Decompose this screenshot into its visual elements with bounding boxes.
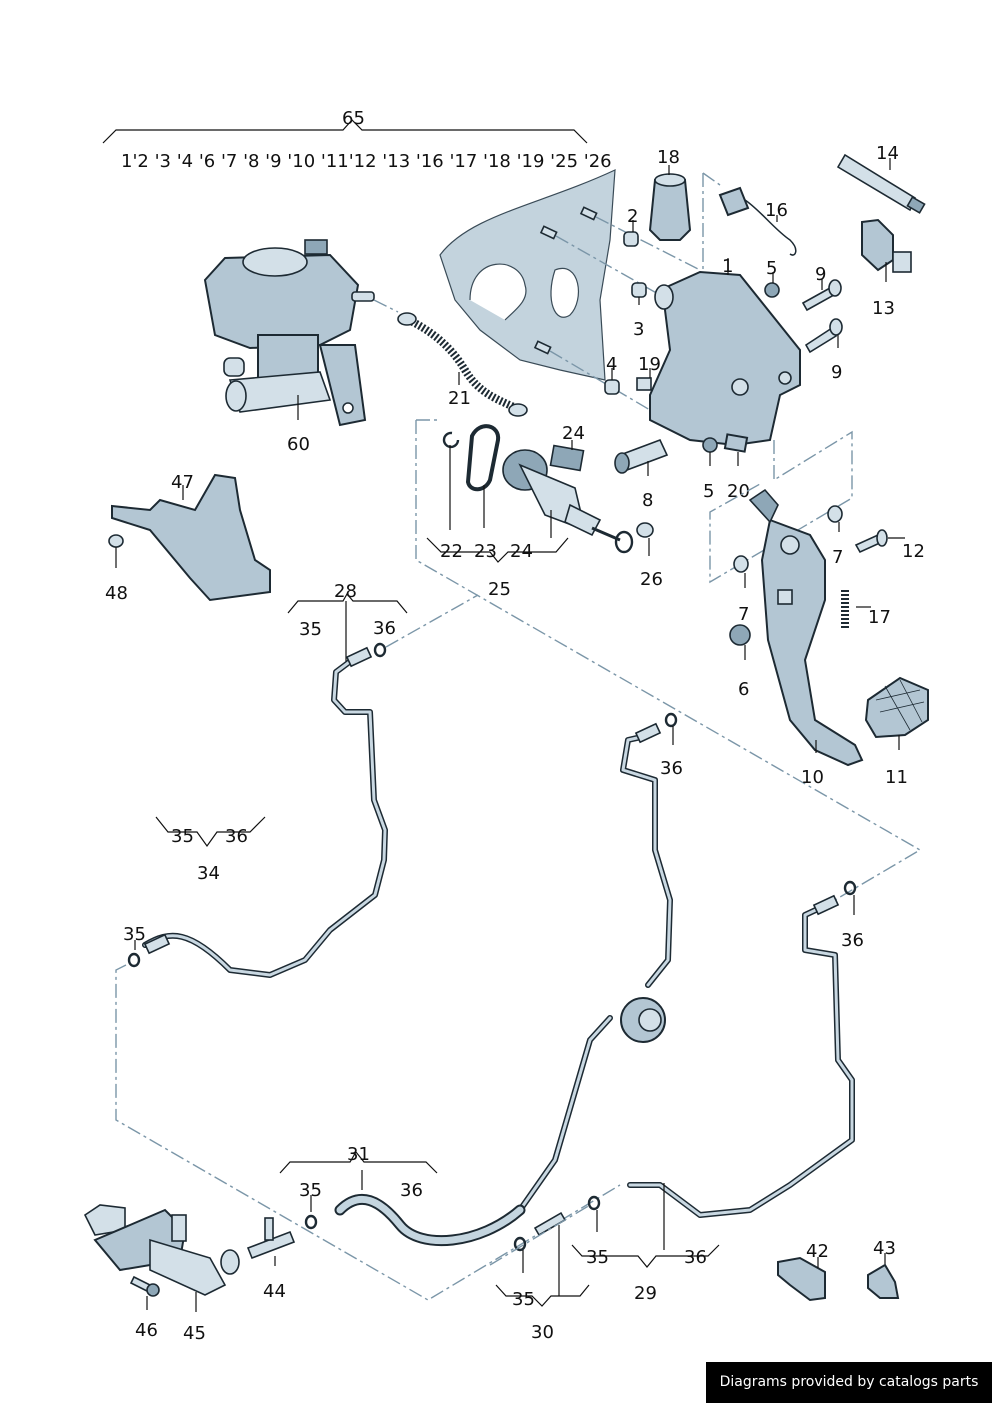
part-46-bolt[interactable] [129, 1275, 160, 1297]
part-60-master-cylinder-reservoir[interactable] [203, 239, 375, 427]
label-20[interactable]: 20 [727, 481, 750, 502]
label-12[interactable]: 12 [902, 541, 925, 562]
part-5-nut-lower[interactable] [702, 437, 718, 453]
part-26-bushing[interactable] [636, 522, 654, 538]
part-30-bleed-adapter[interactable] [513, 1211, 567, 1252]
label-34-36[interactable]: 36 [225, 826, 248, 847]
part-18-bellows-stop[interactable] [648, 173, 692, 241]
label-48[interactable]: 48 [105, 583, 128, 604]
label-46[interactable]: 46 [135, 1320, 158, 1341]
label-65[interactable]: 65 [342, 108, 365, 129]
part-5-nut-upper[interactable] [764, 282, 780, 298]
label-36-mid[interactable]: 36 [660, 758, 683, 779]
part-12-pivot-bolt[interactable] [854, 529, 888, 554]
part-10-clutch-pedal[interactable] [748, 488, 864, 767]
label-42[interactable]: 42 [806, 1241, 829, 1262]
part-14-grease-tube[interactable] [836, 153, 926, 214]
part-29-pipe[interactable] [627, 880, 857, 1218]
part-4-bushing[interactable] [604, 379, 620, 395]
label-34[interactable]: 34 [197, 863, 220, 884]
part-19-clip[interactable] [636, 377, 652, 391]
label-21[interactable]: 21 [448, 388, 471, 409]
label-43[interactable]: 43 [873, 1238, 896, 1259]
label-17[interactable]: 17 [868, 607, 891, 628]
label-31[interactable]: 31 [347, 1144, 370, 1165]
part-9-bolt-upper[interactable] [801, 279, 842, 312]
part-24-sensor[interactable] [549, 444, 585, 472]
part-7-bushing-lower[interactable] [733, 555, 749, 573]
label-44[interactable]: 44 [263, 1281, 286, 1302]
label-28-35[interactable]: 35 [299, 619, 322, 640]
label-36-right[interactable]: 36 [841, 930, 864, 951]
part-44-t-fitting[interactable] [246, 1217, 296, 1260]
label-45[interactable]: 45 [183, 1323, 206, 1344]
label-6[interactable]: 6 [738, 679, 749, 700]
label-23[interactable]: 23 [474, 541, 497, 562]
label-7-upper[interactable]: 7 [832, 547, 843, 568]
label-28-36[interactable]: 36 [373, 618, 396, 639]
part-20-switch[interactable] [723, 433, 749, 453]
part-6-stop-buffer[interactable] [729, 624, 751, 646]
part-22-circlip[interactable] [442, 431, 460, 449]
label-9-lower[interactable]: 9 [831, 362, 842, 383]
part-45-slave-cylinder[interactable] [83, 1204, 240, 1296]
label-29-35[interactable]: 35 [586, 1247, 609, 1268]
part-1-pedal-bracket[interactable] [649, 270, 801, 447]
part-mid-pipe-with-damper[interactable] [517, 712, 678, 1213]
part-9-bolt-lower[interactable] [804, 318, 843, 354]
group-65-members: 1'2 '3 '4 '6 '7 '8 '9 '10 '11'12 '13 '16… [121, 151, 612, 172]
part-31-hose[interactable] [304, 1193, 526, 1247]
label-31-36[interactable]: 36 [400, 1180, 423, 1201]
label-29[interactable]: 29 [634, 1283, 657, 1304]
label-9-upper[interactable]: 9 [815, 264, 826, 285]
part-24-clutch-master-cylinder[interactable] [502, 449, 634, 554]
label-47[interactable]: 47 [171, 472, 194, 493]
label-60[interactable]: 60 [287, 434, 310, 455]
bulkhead-plate [439, 169, 701, 411]
label-16[interactable]: 16 [765, 200, 788, 221]
part-47-bracket-plate[interactable] [111, 473, 271, 602]
label-18[interactable]: 18 [657, 147, 680, 168]
label-28[interactable]: 28 [334, 581, 357, 602]
label-3[interactable]: 3 [633, 319, 644, 340]
label-10[interactable]: 10 [801, 767, 824, 788]
part-8-pivot-pin[interactable] [614, 438, 669, 474]
label-13[interactable]: 13 [872, 298, 895, 319]
part-48-washer[interactable] [108, 534, 124, 548]
label-24-lower[interactable]: 24 [510, 541, 533, 562]
part-2-bushing[interactable] [623, 231, 639, 247]
label-26[interactable]: 26 [640, 569, 663, 590]
label-1[interactable]: 1 [722, 256, 733, 277]
part-23-gasket[interactable] [465, 424, 501, 492]
part-43-clip[interactable] [867, 1263, 900, 1299]
label-14[interactable]: 14 [876, 143, 899, 164]
label-2[interactable]: 2 [627, 206, 638, 227]
label-30-35[interactable]: 35 [512, 1289, 535, 1310]
label-11[interactable]: 11 [885, 767, 908, 788]
label-8[interactable]: 8 [642, 490, 653, 511]
label-25[interactable]: 25 [488, 579, 511, 600]
diagram-credit-banner: Diagrams provided by catalogs parts [706, 1362, 992, 1403]
label-35-hose[interactable]: 35 [123, 924, 146, 945]
label-31-35[interactable]: 35 [299, 1180, 322, 1201]
group-65-bracket: 65 1'2 '3 '4 '6 '7 '8 '9 '10 '11'12 '13 … [102, 108, 612, 172]
label-22[interactable]: 22 [440, 541, 463, 562]
part-7-bushing-upper[interactable] [827, 505, 843, 523]
part-42-pipe-holder[interactable] [777, 1256, 826, 1302]
label-24-upper[interactable]: 24 [562, 423, 585, 444]
label-7-lower[interactable]: 7 [738, 604, 749, 625]
label-29-36[interactable]: 36 [684, 1247, 707, 1268]
label-5-lower[interactable]: 5 [703, 481, 714, 502]
label-4[interactable]: 4 [606, 354, 617, 375]
part-28-pipe[interactable] [127, 642, 388, 978]
part-3-bushing[interactable] [631, 282, 647, 298]
label-34-35[interactable]: 35 [171, 826, 194, 847]
part-11-pedal-pad[interactable] [864, 676, 929, 739]
label-5-upper[interactable]: 5 [766, 258, 777, 279]
label-30[interactable]: 30 [531, 1322, 554, 1343]
part-16-sensor-wire[interactable] [702, 172, 797, 270]
label-19[interactable]: 19 [638, 354, 661, 375]
part-13-clip[interactable] [861, 218, 912, 273]
part-21-reservoir-hose[interactable] [373, 299, 528, 417]
